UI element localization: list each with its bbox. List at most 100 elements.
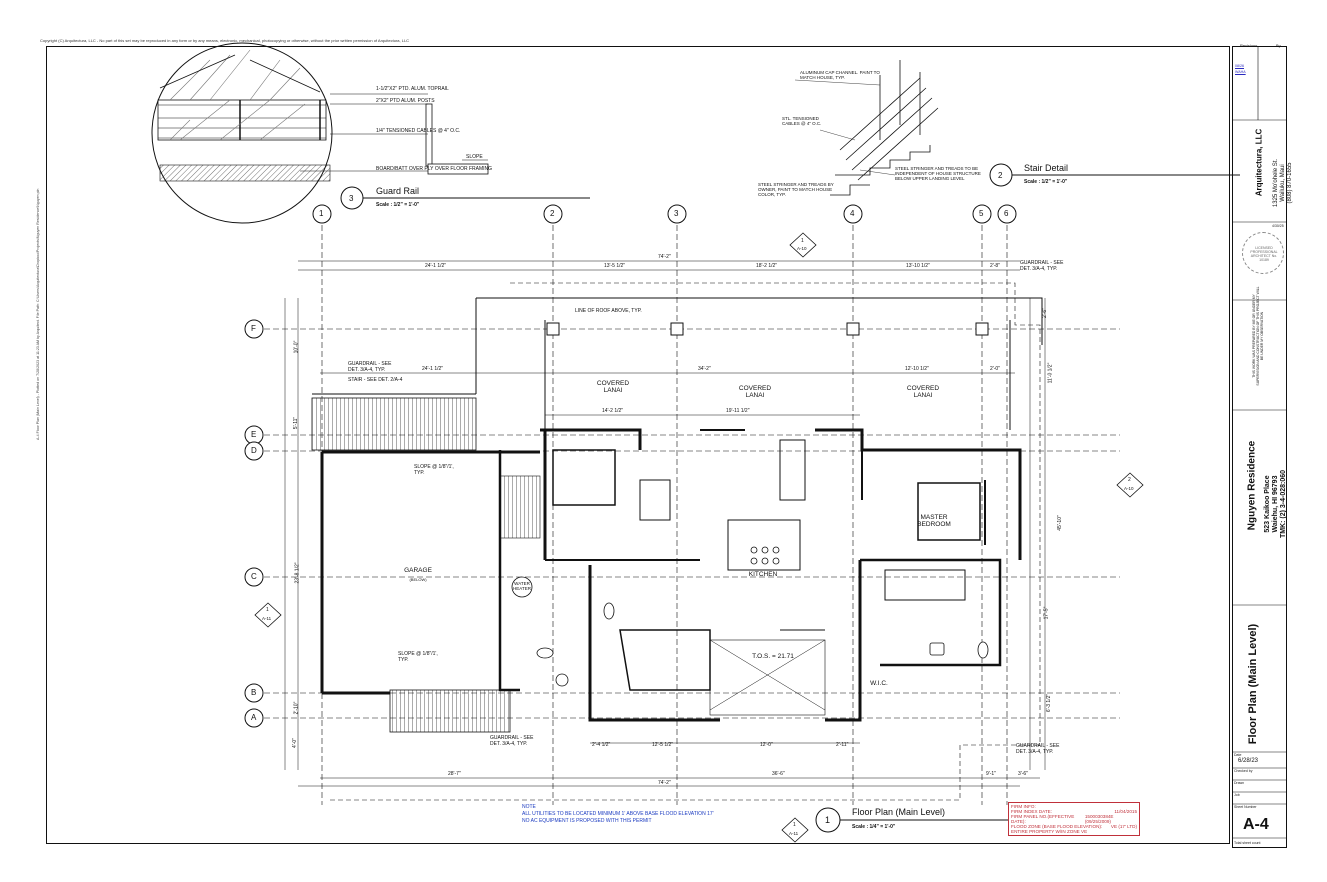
dimension: 12'-0"	[760, 742, 773, 748]
dimension: 10'-0"	[293, 340, 300, 354]
grid-col-label: 4	[850, 209, 855, 218]
guard-rail-note: BOARD/BATT OVER PLY OVER FLOOR FRAMING	[376, 166, 493, 172]
dimension: 45'-10"	[1056, 515, 1063, 531]
grid-row-label: F	[251, 324, 256, 333]
dimension: 2'-11"	[836, 742, 849, 748]
project-tmk: TMK: (2) 3-4-028:060	[1280, 469, 1287, 539]
grid-row-label: C	[251, 572, 257, 581]
architect-seal-text: LICENSED PROFESSIONAL ARCHITECT No. 1018…	[1250, 246, 1278, 262]
revision-link[interactable]: 08/26	[1235, 64, 1244, 68]
grid-col-label: 5	[979, 209, 984, 218]
dimension: 12'-5 1/2"	[652, 742, 674, 748]
dimension: 6'-3 1/2"	[1046, 693, 1053, 713]
fixtures	[511, 546, 989, 687]
section-markers	[254, 232, 1144, 843]
section-marker-number: 2	[1128, 477, 1131, 483]
drawing-border	[46, 46, 1230, 844]
section-marker-number: 1	[801, 238, 804, 244]
deck-outline	[312, 297, 1043, 430]
date-label: Date	[1234, 753, 1242, 757]
guard-rail-note: 2"X2" PTD ALUM. POSTS	[376, 98, 435, 104]
floor-plan-scale: Scale : 1/4" = 1'-0"	[852, 824, 896, 830]
dimension: 9'-1"	[986, 771, 996, 777]
dimension: 2'-4 1/2"	[592, 742, 611, 748]
project-name: Nguyen Residence	[1246, 440, 1258, 531]
stair-upper	[311, 397, 477, 451]
dimension: 18'-2 1/2"	[756, 263, 778, 269]
by-label: By	[1276, 43, 1281, 48]
dimension: 2'-10"	[293, 701, 300, 715]
section-marker-number: 1	[266, 607, 269, 613]
stamp-date: 4/30/25	[1272, 224, 1284, 228]
title-block	[1232, 46, 1287, 848]
revision-link[interactable]: WAHA	[1235, 70, 1246, 74]
plan-note: GUARDRAIL - SEE DET. 3/A-4, TYP.	[490, 735, 534, 747]
room-covered-lanai: COVERED LANAI	[738, 385, 772, 399]
floor-plan-detail-number: 1	[825, 815, 831, 825]
section-marker-sheet: A-11	[789, 831, 799, 836]
grid-row-label: D	[251, 446, 257, 455]
dimension: 36'-6"	[772, 771, 785, 777]
guard-rail-title: Guard Rail	[376, 186, 420, 196]
grid-col-label: 1	[319, 209, 324, 218]
dimension: 34'-2"	[698, 366, 711, 372]
tos-elevation: T.O.S. = 21.71	[752, 653, 794, 660]
drawn-label: Drawn	[1234, 781, 1245, 785]
stair-detail-sketch	[794, 60, 939, 196]
dimension: 12'-10 1/2"	[905, 366, 929, 372]
firm-zone-value: VE (17' LTD)	[1110, 824, 1137, 829]
sheet-number-label: Sheet Number	[1234, 805, 1257, 809]
company-city: Wailuku, Maui	[1280, 164, 1286, 202]
detail-bubbles	[340, 163, 1240, 833]
dimension: 13'-5 1/2"	[604, 263, 626, 269]
guard-rail-note: SLOPE	[466, 154, 483, 160]
copyright-notice: Copyright (C) Arquitectura, LLC - No par…	[40, 38, 410, 43]
grid-bubbles	[244, 204, 1017, 728]
firm-index-value: 11/04/2015	[1114, 809, 1137, 814]
stair-detail-title: Stair Detail	[1024, 163, 1069, 173]
dimension: 24'-1 1/2"	[422, 366, 444, 372]
grid-row-label: E	[251, 430, 257, 439]
plan-note: GUARDRAIL - SEE DET. 3/A-4, TYP.	[1020, 260, 1064, 272]
date-value: 6/28/23	[1238, 758, 1259, 764]
dimension: 28'-7"	[448, 771, 461, 777]
company-name: Arquitectura, LLC	[1254, 128, 1264, 197]
firm-index-label: FIRM INDEX DATE:	[1011, 809, 1053, 814]
room-garage: GARAGE	[404, 567, 432, 574]
plan-note: GUARDRAIL - SEE DET. 3/A-4, TYP.	[348, 361, 392, 373]
total-sheet-label: Total sheet count	[1234, 841, 1261, 845]
guard-rail-note: 1/4" TENSIONED CABLES @ 4" O.C.	[376, 128, 461, 134]
section-marker-sheet: A-10	[797, 246, 807, 251]
firm-panel-label: FIRM PANEL NO.(EFFECTIVE DATE):	[1011, 814, 1075, 824]
stair-note: STL. TENSIONED CABLES @ 4" O.C.	[782, 116, 822, 126]
posts	[546, 322, 989, 336]
grid-col-label: 2	[550, 209, 555, 218]
dimension: 14'-2 1/2"	[602, 408, 624, 414]
dimension: 17'-5"	[1043, 606, 1050, 620]
checked-label: Checked by	[1234, 769, 1253, 773]
guard-rail-detail	[151, 42, 489, 224]
stair-note: STEEL STRINGER AND TREADS BY OWNER, PAIN…	[758, 182, 834, 197]
firm-info-box: FIRM INFO: FIRM INDEX DATE:11/04/2015 FI…	[1008, 802, 1140, 836]
architect-seal-icon	[1242, 232, 1284, 274]
general-note: NOTE ALL UTILITIES TO BE LOCATED MINIMUM…	[522, 804, 714, 825]
sheet-title: Floor Plan (Main Level)	[1247, 623, 1259, 745]
company-address: 1325 Mo'ohele St.	[1273, 158, 1279, 208]
dimension: 11'-0 1/2"	[1047, 362, 1054, 384]
floor-plan-title: Floor Plan (Main Level)	[852, 807, 946, 817]
dimension: 2'-6"	[1041, 308, 1048, 318]
room-kitchen: KITCHEN	[748, 571, 778, 578]
stair-lower	[389, 689, 511, 733]
company-phone: (808) 870-1655	[1287, 162, 1293, 204]
job-label: Job	[1234, 793, 1240, 797]
dimension: 4'-0"	[291, 738, 298, 748]
general-note-heading: NOTE	[522, 804, 536, 810]
roof-line	[330, 282, 1041, 801]
stair-detail-scale: Scale : 1/2" = 1'-0"	[1024, 179, 1068, 185]
plan-note: LINE OF ROOF ABOVE, TYP.	[575, 308, 642, 314]
plan-note: SLOPE @ 1/8"/1', TYP.	[414, 464, 454, 476]
grid-row-label: B	[251, 688, 257, 697]
section-marker-sheet: A-11	[262, 616, 272, 621]
